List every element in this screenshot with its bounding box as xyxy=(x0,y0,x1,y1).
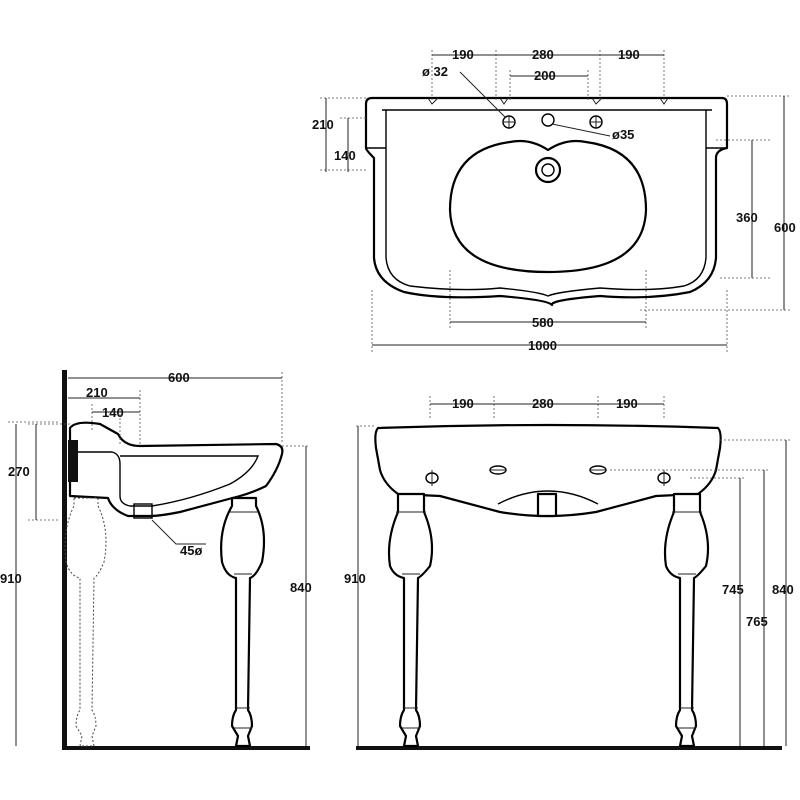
side-view-leg xyxy=(220,496,266,748)
top-dim-280: 280 xyxy=(532,47,554,62)
top-right-dim-lines xyxy=(751,96,785,310)
side-view: 600 210 140 270 910 840 45ø xyxy=(0,370,312,750)
side-label-drain: 45ø xyxy=(180,543,202,558)
side-leader-drain xyxy=(151,519,206,545)
top-view-back-tabs xyxy=(427,97,669,105)
side-dim-140: 140 xyxy=(102,405,124,420)
side-view-floor xyxy=(62,746,310,750)
side-dim-600: 600 xyxy=(168,370,190,385)
side-view-basin-section xyxy=(68,421,284,518)
top-dim-200: 200 xyxy=(534,68,556,83)
top-dim-360: 360 xyxy=(736,210,758,225)
top-leader-hole-35 xyxy=(551,123,611,137)
front-view-arch xyxy=(497,490,599,505)
top-bottom-dim-lines xyxy=(372,321,727,346)
top-view-bowl xyxy=(448,139,648,274)
top-view-rim-line xyxy=(382,109,712,297)
front-dim-910: 910 xyxy=(344,571,366,586)
front-view-drain xyxy=(536,492,558,518)
top-view-tap-hole-center xyxy=(541,113,555,127)
front-view-basin xyxy=(374,423,722,518)
side-view-bracket xyxy=(68,440,78,482)
top-leader-hole-32 xyxy=(459,71,507,119)
front-view: 190 280 190 910 745 765 840 xyxy=(344,396,794,750)
top-dim-1000: 1000 xyxy=(528,338,557,353)
side-dim-ext xyxy=(91,372,283,446)
front-view-floor xyxy=(356,746,782,750)
front-dim-190-left: 190 xyxy=(452,396,474,411)
top-dim-580: 580 xyxy=(532,315,554,330)
top-dim-lines xyxy=(432,54,664,77)
side-dim-210: 210 xyxy=(86,385,108,400)
front-view-leg-right-rings xyxy=(672,511,702,729)
top-dim-190-right: 190 xyxy=(618,47,640,62)
top-dim-190-left: 190 xyxy=(452,47,474,62)
top-dim-600: 600 xyxy=(774,220,796,235)
front-view-leg-left-rings xyxy=(396,511,426,729)
top-dim-extensions xyxy=(431,50,665,100)
top-view-drain-inner xyxy=(541,163,555,177)
front-dim-765: 765 xyxy=(746,614,768,629)
front-dim-190-right: 190 xyxy=(616,396,638,411)
front-dim-ext-top xyxy=(429,396,665,420)
top-view: 190 280 190 200 ø 32 ø35 210 140 360 600… xyxy=(312,47,796,353)
top-view-drain xyxy=(534,156,562,184)
front-view-leg-right xyxy=(663,492,710,748)
top-view-hole-cross xyxy=(503,116,602,128)
side-dim-910: 910 xyxy=(0,571,22,586)
side-dim-270: 270 xyxy=(8,464,30,479)
front-dim-840: 840 xyxy=(772,582,794,597)
side-view-leg-rings xyxy=(230,511,258,729)
side-dim-840: 840 xyxy=(290,580,312,595)
front-dim-right-lines xyxy=(739,440,787,746)
top-left-dim-lines xyxy=(325,98,349,172)
top-label-hole-32: ø 32 xyxy=(422,64,448,79)
side-view-hidden-leg xyxy=(64,497,107,747)
side-view-wall xyxy=(62,370,67,750)
side-dim-lines xyxy=(68,377,282,413)
side-view-drain xyxy=(133,503,153,519)
front-dim-280: 280 xyxy=(532,396,554,411)
side-dim-270-ext xyxy=(28,423,70,521)
front-view-leg-left xyxy=(387,492,434,748)
top-label-hole-35: ø35 xyxy=(612,127,634,142)
front-dim-right-ext xyxy=(610,439,790,479)
front-dim-745: 745 xyxy=(722,582,744,597)
top-dim-210: 210 xyxy=(312,117,334,132)
front-view-hole-marks xyxy=(431,469,665,486)
top-dim-140: 140 xyxy=(334,148,356,163)
top-bottom-dim-ext xyxy=(371,270,728,352)
